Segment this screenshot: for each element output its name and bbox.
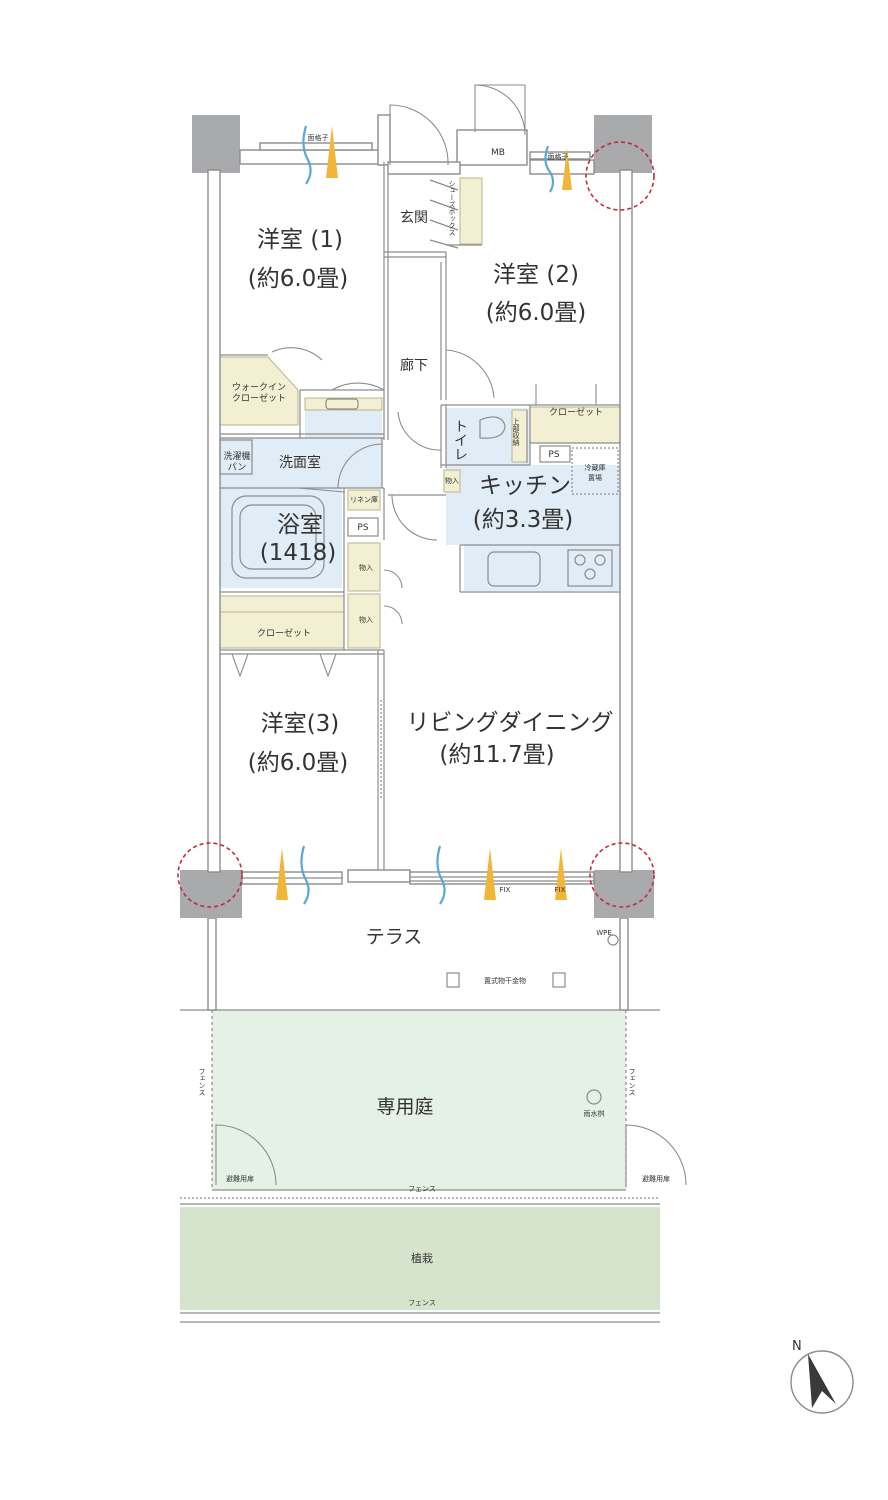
storage-label-1: 物入 <box>445 476 459 485</box>
fence-mid-label: フェンス <box>408 1185 436 1193</box>
planting-label: 植栽 <box>411 1251 433 1265</box>
room-living-name: リビングダイニング <box>407 710 614 736</box>
grille-label-2: 面格子 <box>548 152 569 161</box>
toilet-label: トイレ <box>452 419 468 461</box>
fence-bottom-label: フェンス <box>408 1299 436 1307</box>
fridge-label-1: 冷蔵庫 <box>585 463 606 472</box>
drying-hardware-label: 置式物干金物 <box>484 976 526 985</box>
shoe-box-label: シューズボックス <box>448 180 456 236</box>
storage-label-3: 物入 <box>359 615 373 624</box>
washing-machine-label-2: パン <box>228 462 246 473</box>
closet-kitchen-label: クローゼット <box>549 406 603 418</box>
linen-label: リネン庫 <box>350 495 378 504</box>
hallway-label: 廊下 <box>400 357 428 374</box>
fix-label-1: FIX <box>500 886 511 894</box>
washroom-area <box>220 438 382 488</box>
room-bath-size: (1418) <box>260 540 336 566</box>
evac-door-left-label: 避難用扉 <box>226 1174 254 1183</box>
room-western2-size: (約6.0畳) <box>486 300 587 326</box>
washroom-label: 洗面室 <box>279 454 321 471</box>
room-bath-name: 浴室 <box>277 512 323 538</box>
room-western1-name: 洋室 (1) <box>257 227 343 253</box>
washing-machine-label-1: 洗濯機 <box>223 450 250 462</box>
garden-area <box>212 1010 626 1190</box>
closet-label: クローゼット <box>257 627 311 639</box>
garden-label: 専用庭 <box>376 1096 433 1118</box>
storage-label-2: 物入 <box>359 563 373 572</box>
ps-kitchen-label: PS <box>548 450 559 460</box>
walk-in-closet-label-2: クローゼット <box>232 392 286 404</box>
ps-label: PS <box>357 523 368 533</box>
planting-area <box>180 1207 660 1310</box>
room-kitchen-name: キッチン <box>479 473 571 499</box>
grille-label-1: 面格子 <box>308 133 329 142</box>
fix-label-2: FIX <box>555 886 566 894</box>
terrace-label: テラス <box>366 926 423 948</box>
entrance-label: 玄関 <box>400 209 428 226</box>
compass-icon: N <box>790 1339 854 1414</box>
mb-label: MB <box>491 148 505 158</box>
wpe-label: WPE <box>596 929 612 937</box>
upper-storage-label: 上部収納 <box>512 417 520 447</box>
room-kitchen-size: (約3.3畳) <box>473 507 574 533</box>
room-western3-size: (約6.0畳) <box>248 750 349 776</box>
room-western1-size: (約6.0畳) <box>248 266 349 292</box>
fence-right-label: フェンス <box>628 1068 636 1096</box>
fence-left-label: フェンス <box>198 1068 206 1096</box>
room-living-size: (約11.7畳) <box>439 742 554 768</box>
walk-in-closet-label-1: ウォークイン <box>232 382 286 393</box>
evac-door-right-label: 避難用扉 <box>642 1174 670 1183</box>
kitchen-area <box>446 465 620 545</box>
north-label: N <box>792 1339 802 1354</box>
rain-basin-label: 雨水桝 <box>584 1109 605 1118</box>
room-western2-name: 洋室 (2) <box>493 262 579 288</box>
room-western3-name: 洋室(3) <box>261 711 340 737</box>
fridge-label-2: 置場 <box>588 473 602 482</box>
